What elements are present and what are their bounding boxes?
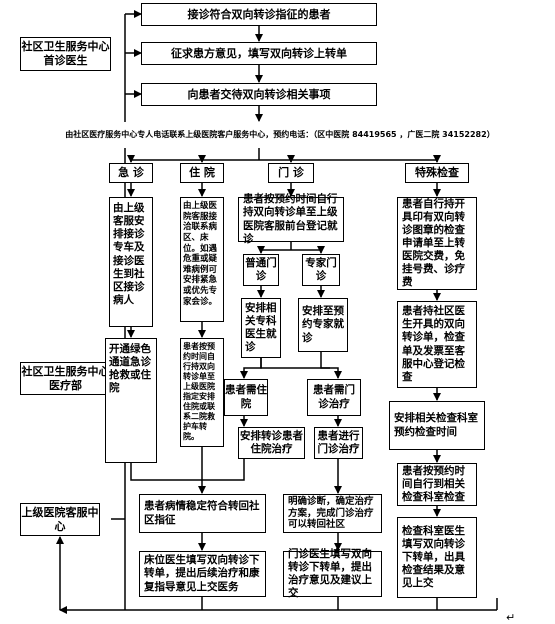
special-step4: 患者按预约时间自行到相关检查科室检查 — [397, 463, 477, 506]
op-doctor-referral: 门诊医生填写双向转诊下转单，提出治疗意见及建议上交 — [283, 548, 382, 599]
contact-bus — [131, 148, 437, 161]
paragraph-mark: ↵ — [506, 611, 516, 624]
branch-emergency-title: 急 诊 — [109, 163, 153, 183]
ward-doctor-referral: 床位医生填写双向转诊下转单，提出后续治疗和康复指导意见上交医务 — [139, 551, 266, 597]
outpatient-expert-next: 安排至预约专家就诊 — [298, 298, 348, 352]
outpatient-do-treatment: 患者进行门诊治疗 — [314, 427, 363, 459]
outpatient-need-treatment: 患者需门诊治疗 — [307, 379, 361, 416]
special-step3: 安排相关检查科室预约检查时间 — [389, 401, 485, 450]
branch-inpatient-title: 住 院 — [180, 163, 224, 183]
special-step5: 检查科室医生填写双向转诊下转单，出具检查结果及意见上交 — [397, 517, 477, 598]
step-explain: 向患者交待双向转诊相关事项 — [141, 83, 377, 106]
outpatient-general: 普通门诊 — [243, 254, 279, 286]
branch-outpatient-title: 门 诊 — [268, 163, 314, 183]
stable-condition: 患者病情稳定符合转回社区指征 — [139, 494, 266, 533]
outpatient-arrange-admit: 安排转诊患者住院治疗 — [238, 427, 305, 459]
inpatient-step2: 患者按预约时间自行持双向转诊单至上级医院指定安排住院或联系二院救护车转院。 — [180, 338, 224, 447]
diagnosis-confirmed: 明确诊断，确定治疗方案，完成门诊治疗可以转回社区 — [283, 494, 382, 533]
role-community-doctor: 社区卫生服务中心首诊医生 — [20, 37, 111, 71]
inpatient-step1: 由上级医院客服接洽联系病区、床位。如遇危重或疑难病例可安排紧急或优先专家会诊。 — [180, 197, 224, 322]
outpatient-general-next: 安排相关专科医生就诊 — [241, 298, 281, 358]
special-step1: 患者自行持开具印有双向转诊图章的检查申请单至上转医院交费，免挂号费、诊疗费 — [397, 197, 477, 290]
contact-note: 由社区医疗服务中心专人电话联系上级医院客户服务中心，预约电话：（区中医院 844… — [60, 122, 500, 148]
emergency-step2: 开通绿色通道急诊抢救或住院 — [105, 338, 157, 463]
branch-special-title: 特殊检查 — [405, 163, 469, 183]
outpatient-step1: 患者按预约时间自行持双向转诊单至上级医院客服前台登记就诊 — [238, 193, 344, 245]
step-receive-patient: 接诊符合双向转诊指征的患者 — [141, 3, 377, 26]
outpatient-expert: 专家门诊 — [302, 254, 340, 286]
outpatient-need-admit: 患者需住院 — [224, 379, 268, 416]
emergency-step1: 由上级客服安排接诊专车及接诊医生到社区接诊病人 — [109, 197, 153, 327]
role-community-dept: 社区卫生服务中心医疗部 — [20, 362, 111, 395]
special-step2: 患者持社区医生开具的双向转诊单，检查单及发票至客服中心登记检查 — [397, 301, 477, 388]
role-hospital-service: 上级医院客服中心 — [20, 503, 100, 536]
step-fill-referral: 征求患方意见，填写双向转诊上转单 — [141, 42, 377, 65]
